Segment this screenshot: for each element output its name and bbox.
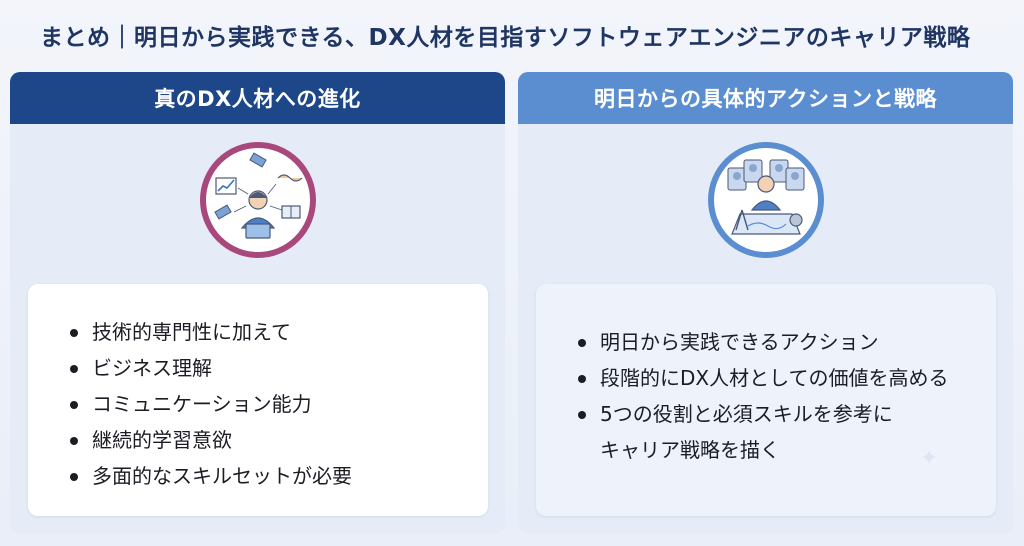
list-item: 段階的にDX人材としての価値を高める [578,360,996,396]
action-card: 明日から実践できるアクション 段階的にDX人材としての価値を高める 5つの役割と… [536,284,996,516]
list-item: 継続的学習意欲 [70,422,488,458]
list-item: ビジネス理解 [70,350,488,386]
evolution-card: 技術的専門性に加えて ビジネス理解 コミュニケーション能力 継続的学習意欲 多面… [28,284,488,516]
evolution-list: 技術的専門性に加えて ビジネス理解 コミュニケーション能力 継続的学習意欲 多面… [70,314,488,494]
evolution-panel-header: 真のDX人材への進化 [10,72,505,124]
evolution-panel: 真のDX人材への進化 [10,72,505,534]
list-item: 多面的なスキルセットが必要 [70,458,488,494]
sparkle-icon: ✦ [920,446,939,471]
page-title: まとめ｜明日から実践できる、DX人材を目指すソフトウェアエンジニアのキャリア戦略 [40,25,971,51]
action-panel: 明日からの具体的アクションと戦略 [518,72,1013,534]
action-panel-header: 明日からの具体的アクションと戦略 [518,72,1013,124]
list-item: 技術的専門性に加えて [70,314,488,350]
list-item: 明日から実践できるアクション [578,324,996,360]
list-item: コミュニケーション能力 [70,386,488,422]
engineer-network-icon [200,142,316,258]
career-strategy-icon [708,142,824,258]
list-item: 5つの役割と必須スキルを参考に [578,396,996,432]
list-item-continuation: キャリア戦略を描く [600,438,780,462]
action-list: 明日から実践できるアクション 段階的にDX人材としての価値を高める 5つの役割と… [578,324,996,468]
